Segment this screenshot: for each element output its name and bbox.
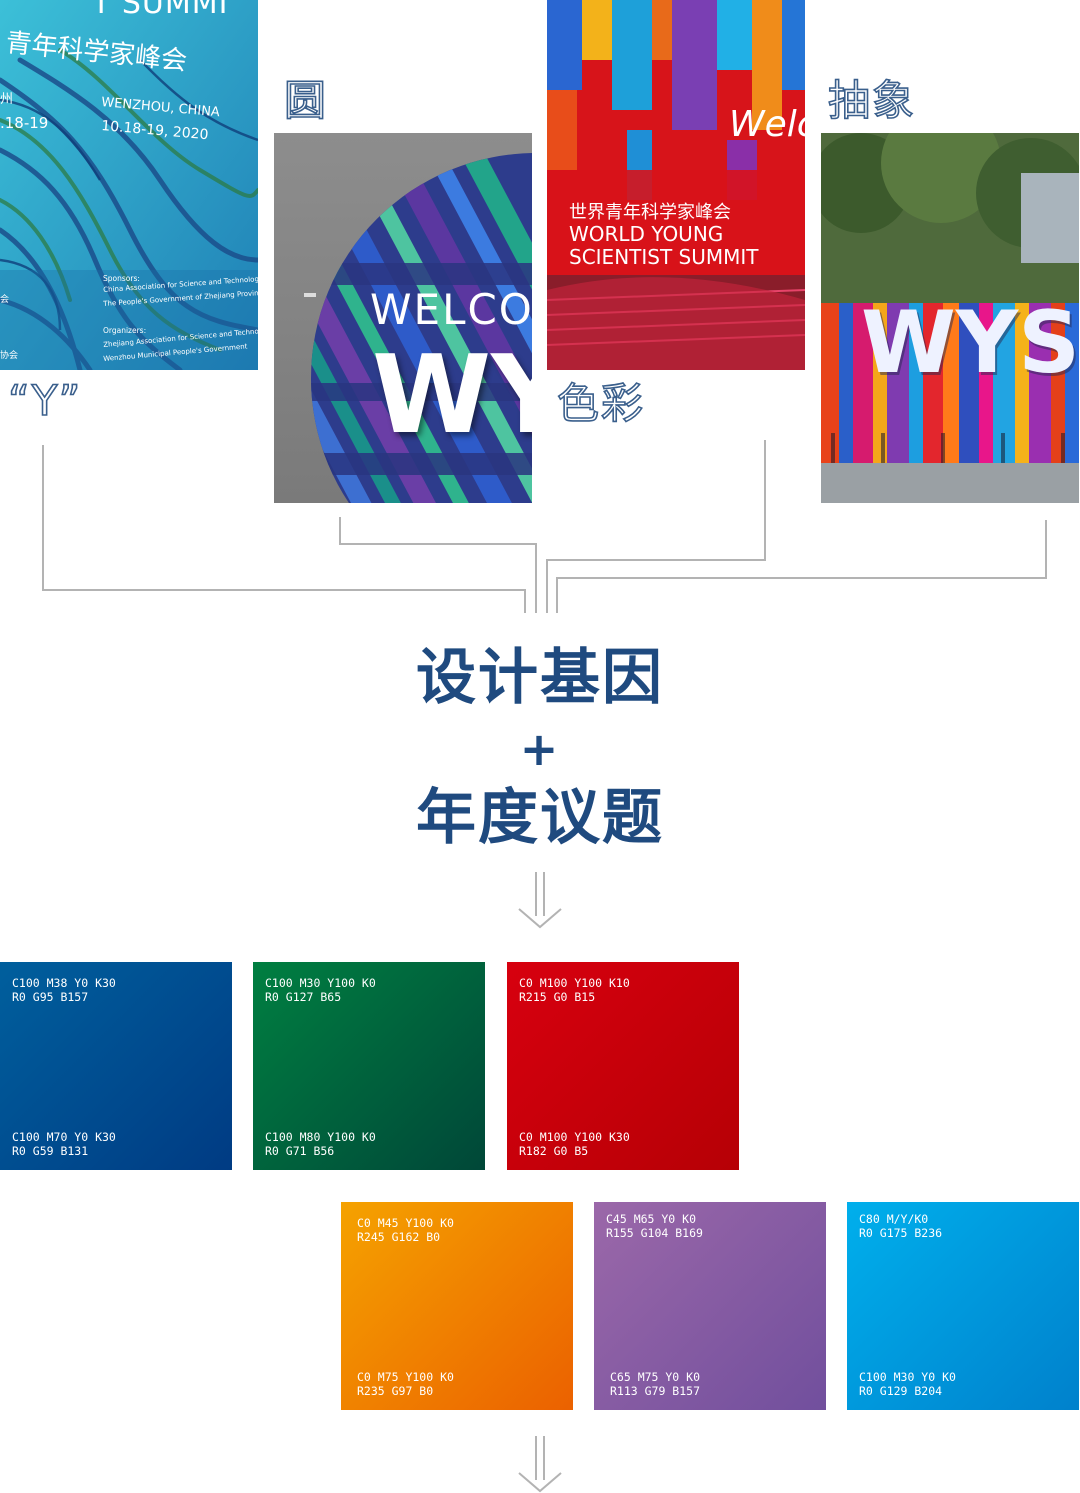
swatch-purple-bottom-rgb: R113 G79 B157 [610, 1384, 701, 1398]
banner-welcome-text: Welc [729, 104, 805, 145]
swatch-blue-bottom-rgb: R0 G59 B131 [12, 1144, 89, 1158]
sphere-wy-text: WY [372, 333, 532, 458]
poster-edge-2: 协会 [0, 351, 19, 361]
banner-en-line2: SCIENTIST SUMMIT [569, 245, 759, 269]
label-abstract: 抽象 [827, 76, 917, 125]
swatch-red-top-cmyk: C0 M100 Y100 K10 [519, 976, 630, 990]
swatch-cyan-top-cmyk: C80 M/Y/K0 [859, 1212, 929, 1226]
connector-y [42, 445, 526, 613]
swatch-green-bottom-rgb: R0 G71 B56 [265, 1144, 335, 1158]
swatch-blue-bottom-cmyk: C100 M70 Y0 K30 [12, 1130, 116, 1144]
connector-color [546, 440, 766, 613]
swatch-purple-top-cmyk: C45 M65 Y0 K0 [606, 1212, 697, 1226]
swatch-green-top-cmyk: C100 M30 Y100 K0 [265, 976, 376, 990]
color-banner-image: Welc 世界青年科学家峰会 WORLD YOUNG SCIENTIST SUM… [547, 0, 805, 370]
swatch-blue-top-cmyk: C100 M38 Y0 K30 [12, 976, 116, 990]
sign-graphic [821, 133, 1079, 503]
connector-circle [339, 517, 537, 613]
swatch-red-top-rgb: R215 G0 B15 [519, 990, 596, 1004]
poster-summit-en: T SUMMI [92, 0, 229, 21]
headline-plus: + [519, 722, 561, 776]
swatch-green-bottom-cmyk: C100 M80 Y100 K0 [265, 1130, 376, 1144]
poster-branches-graphic [0, 0, 258, 370]
label-circle: 圆 [283, 76, 329, 125]
swatch-blue-top-rgb: R0 G95 B157 [12, 990, 89, 1004]
summit-poster-image: T SUMMI 青年科学家峰会 州 .18-19 WENZHOU, CHINA … [0, 0, 258, 370]
swatch-cyan-bottom-cmyk: C100 M30 Y0 K0 [859, 1370, 956, 1384]
headline-design-gene: 设计基因 [416, 643, 664, 713]
banner-en-line1: WORLD YOUNG [569, 222, 724, 246]
swatch-green-top-rgb: R0 G127 B65 [265, 990, 342, 1004]
wyss-sign-image: WYSS [821, 133, 1079, 503]
banner-cn-text: 世界青年科学家峰会 [569, 202, 731, 223]
sign-wyss-text: WYSS [861, 293, 1079, 393]
label-color: 色彩 [556, 379, 646, 428]
sphere-graphic [274, 133, 532, 503]
poster-organizers-title: Organizers: [103, 326, 147, 335]
headline-annual-topic: 年度议题 [416, 783, 664, 853]
connector-lines [42, 440, 1047, 613]
poster-date-left: .18-19 [0, 114, 49, 132]
swatch-red-bottom-cmyk: C0 M100 Y100 K30 [519, 1130, 630, 1144]
swatch-orange-bottom-cmyk: C0 M75 Y100 K0 [357, 1370, 454, 1384]
poster-edge-1: 会 [0, 295, 10, 305]
swatch-orange-bottom-rgb: R235 G97 B0 [357, 1384, 434, 1398]
sphere-welcome-text: WELCO [370, 285, 532, 334]
label-y: “Y” [7, 376, 83, 425]
connector-abstract [556, 520, 1047, 613]
swatch-red-bottom-rgb: R182 G0 B5 [519, 1144, 589, 1158]
poster-sponsors-title: Sponsors: [103, 274, 140, 283]
sphere-installation-image: WELCO WY [274, 133, 532, 503]
down-arrow-bottom-icon [518, 1436, 562, 1493]
swatch-purple-bottom-cmyk: C65 M75 Y0 K0 [610, 1370, 701, 1384]
banner-graphic [547, 0, 805, 370]
swatch-cyan-top-rgb: R0 G175 B236 [859, 1226, 943, 1240]
swatch-orange-top-cmyk: C0 M45 Y100 K0 [357, 1216, 454, 1230]
poster-city-left: 州 [0, 92, 14, 107]
swatch-cyan-bottom-rgb: R0 G129 B204 [859, 1384, 943, 1398]
down-arrow-icon [518, 872, 562, 929]
swatch-orange-top-rgb: R245 G162 B0 [357, 1230, 441, 1244]
swatch-purple-top-rgb: R155 G104 B169 [606, 1226, 703, 1240]
